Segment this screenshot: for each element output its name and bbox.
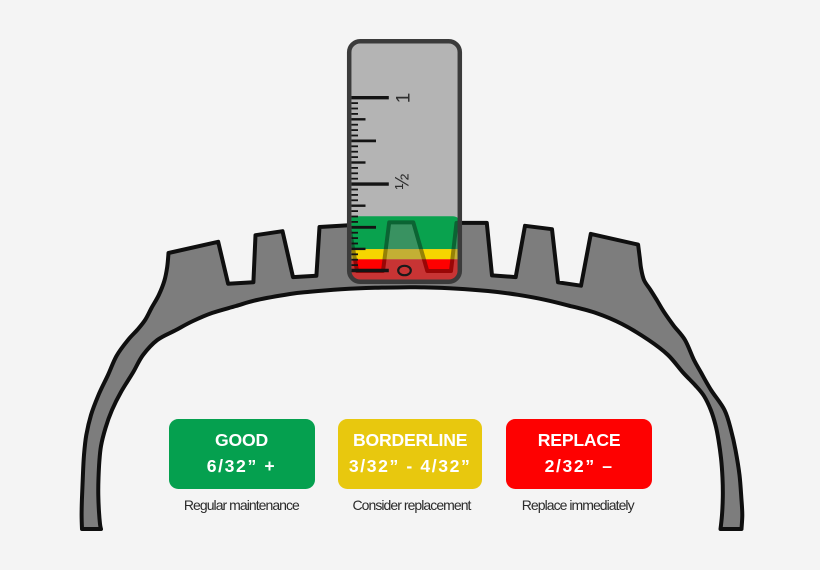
svg-text:1: 1 bbox=[394, 93, 415, 104]
svg-text:½: ½ bbox=[393, 173, 414, 189]
